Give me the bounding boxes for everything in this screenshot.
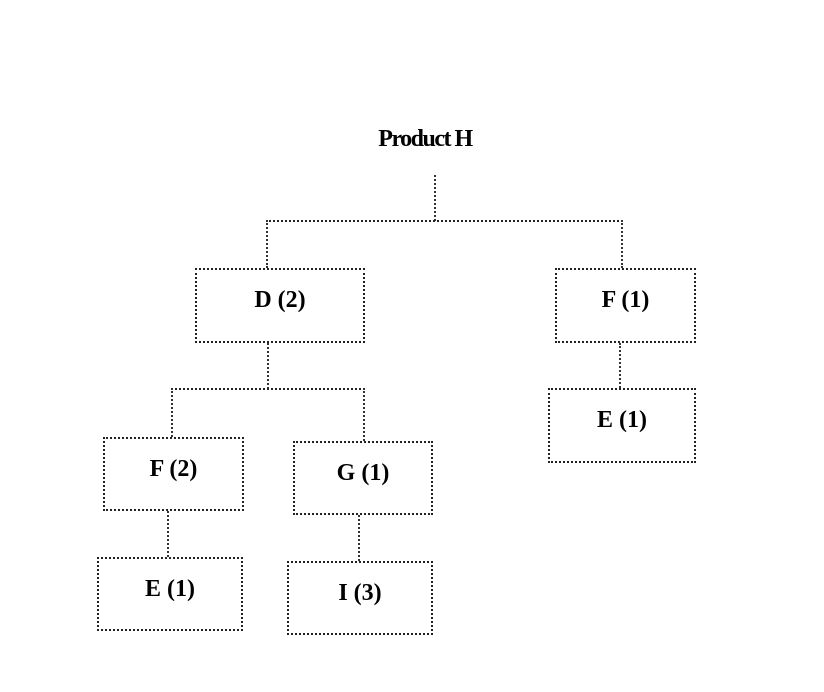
connector-root-down xyxy=(434,175,436,221)
node-f1-label: F (1) xyxy=(601,287,650,313)
node-e-left-label: E (1) xyxy=(145,575,195,602)
node-d: D (2) xyxy=(195,268,365,343)
node-e-right: E (1) xyxy=(548,388,696,463)
node-e-right-label: E (1) xyxy=(597,407,647,433)
root-label-product-h: Product H xyxy=(378,126,473,152)
node-i: I (3) xyxy=(287,561,433,635)
node-i-label: I (3) xyxy=(338,579,382,606)
connector-f1-to-e xyxy=(619,343,621,388)
connector-to-f1 xyxy=(621,220,623,268)
node-g: G (1) xyxy=(293,441,433,515)
connector-d-horizontal xyxy=(171,388,365,390)
node-e-left: E (1) xyxy=(97,557,243,631)
connector-f2-to-e xyxy=(167,511,169,557)
node-f2: F (2) xyxy=(103,437,244,511)
node-f2-label: F (2) xyxy=(149,455,198,482)
connector-to-d xyxy=(266,220,268,268)
connector-g-to-i xyxy=(358,515,360,561)
connector-d-down xyxy=(267,343,269,389)
node-d-label: D (2) xyxy=(254,287,306,313)
connector-root-horizontal xyxy=(266,220,623,222)
node-g-label: G (1) xyxy=(336,459,390,486)
connector-to-f2 xyxy=(171,388,173,437)
connector-to-g xyxy=(363,388,365,441)
node-f1: F (1) xyxy=(555,268,696,343)
